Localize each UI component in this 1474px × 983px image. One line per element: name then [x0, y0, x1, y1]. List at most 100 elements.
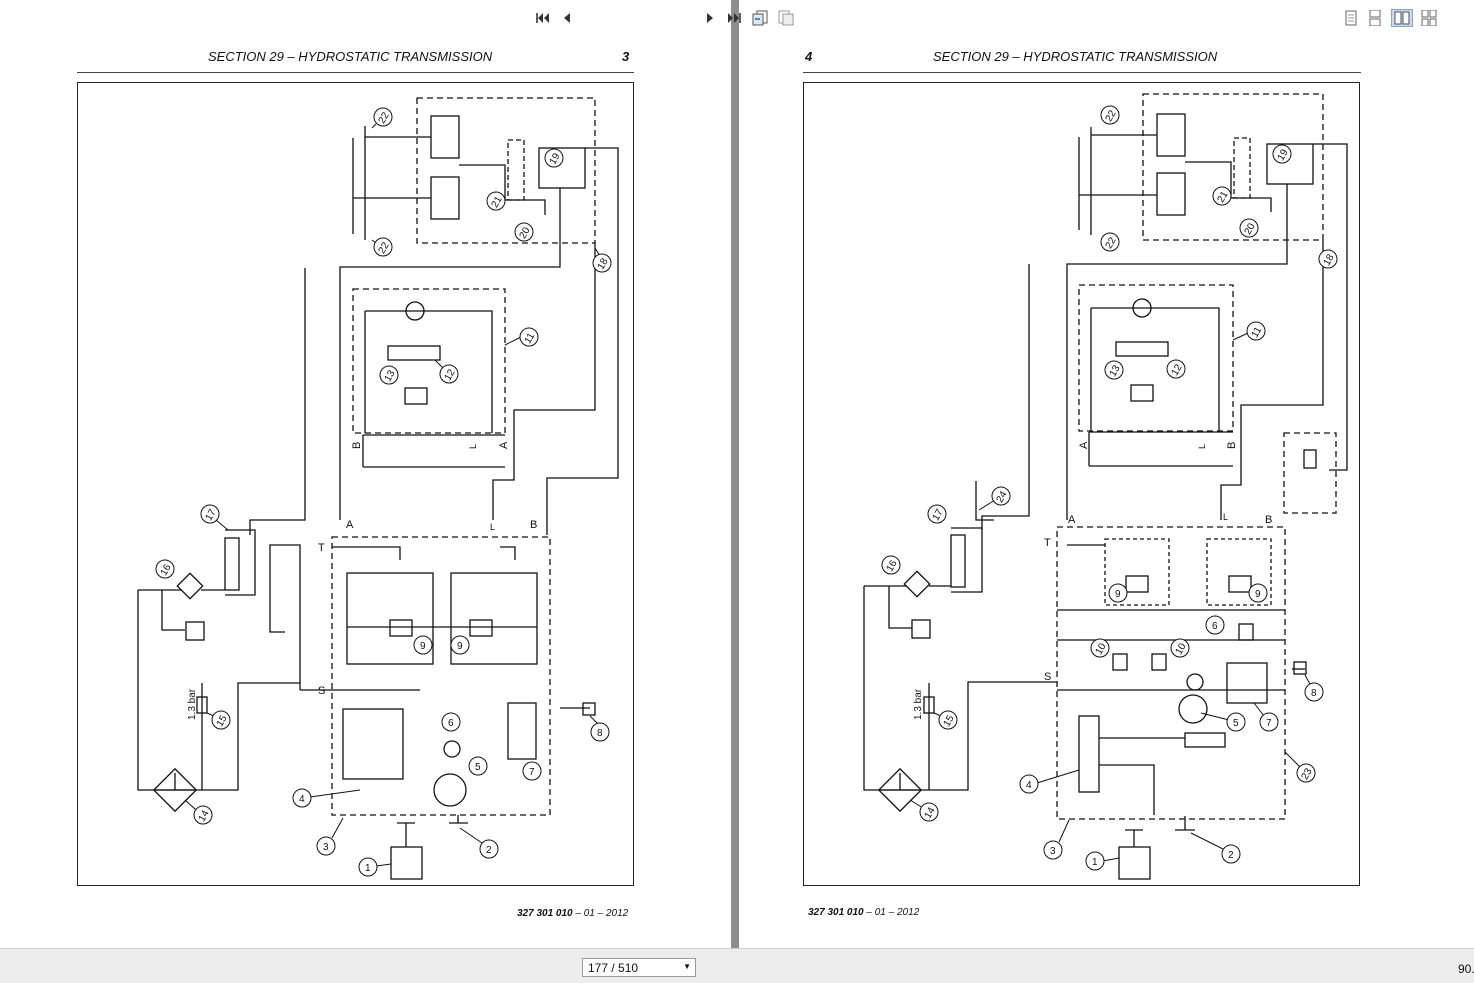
callout-10a: 10 — [1090, 638, 1110, 658]
svg-text:22: 22 — [377, 240, 392, 256]
callout-4: 4 — [292, 788, 361, 808]
svg-text:24: 24 — [995, 489, 1010, 505]
callout-20: 20 — [514, 222, 534, 242]
port-label-b: B — [530, 519, 537, 531]
svg-text:B: B — [1226, 442, 1238, 449]
svg-text:10: 10 — [1094, 641, 1109, 657]
callout-6: 6 — [1205, 615, 1225, 635]
svg-text:19: 19 — [1276, 147, 1291, 163]
svg-text:8: 8 — [597, 728, 603, 739]
last-page-button[interactable] — [725, 9, 743, 27]
header-rule — [803, 72, 1361, 73]
svg-text:2: 2 — [486, 845, 492, 856]
port-label-a: A — [1068, 514, 1076, 526]
page-header: SECTION 29 – HYDROSTATIC TRANSMISSION — [933, 49, 1218, 64]
svg-text:4: 4 — [1026, 780, 1032, 791]
page-footer: 327 301 010 – 01 – 2012 — [808, 907, 919, 918]
footer-date: – 01 – 2012 — [863, 907, 920, 918]
first-page-icon — [536, 13, 549, 23]
callout-22a: 22 — [371, 107, 393, 129]
svg-text:14: 14 — [923, 805, 938, 821]
callout-9a: 9 — [1108, 583, 1128, 603]
hydraulic-schematic: B A L A B T S L 1.3 bar 22 22 19 21 20 1… — [137, 97, 619, 880]
svg-text:9: 9 — [420, 641, 426, 652]
page-indicator: 177 / 510 — [588, 961, 639, 975]
diagram-frame — [77, 82, 634, 886]
callout-3: 3 — [316, 817, 344, 856]
callout-9b: 9 — [1248, 583, 1268, 603]
svg-text:14: 14 — [197, 808, 212, 824]
two-page-view-button[interactable] — [1391, 9, 1413, 27]
continuous-page-icon — [1369, 10, 1381, 26]
document-page-right: 4 SECTION 29 – HYDROSTATIC TRANSMISSION — [739, 0, 1474, 948]
callout-12: 12 — [434, 359, 459, 384]
callout-20: 20 — [1239, 218, 1259, 238]
callout-15: 15 — [933, 710, 958, 730]
single-page-view-button[interactable] — [1342, 9, 1360, 27]
continuous-view-button[interactable] — [1366, 9, 1384, 27]
callout-10b: 10 — [1170, 638, 1190, 658]
svg-text:A: A — [1078, 441, 1090, 449]
page-number: 4 — [805, 49, 813, 64]
callout-21: 21 — [1212, 186, 1232, 206]
svg-text:22: 22 — [1104, 235, 1119, 251]
svg-text:23: 23 — [1300, 766, 1315, 782]
hydraulic-schematic: A B L A B T S L 1.3 bar 22 22 19 21 20 1… — [863, 93, 1348, 880]
callout-16: 16 — [881, 555, 901, 575]
previous-page-button[interactable] — [558, 9, 576, 27]
callout-23: 23 — [1284, 751, 1316, 783]
go-forward-button[interactable] — [777, 9, 795, 27]
svg-text:L: L — [1223, 512, 1228, 522]
go-back-button[interactable] — [751, 9, 769, 27]
callout-5: 5 — [1200, 712, 1246, 732]
svg-text:13: 13 — [383, 368, 398, 384]
first-page-button[interactable] — [534, 9, 552, 27]
svg-text:2: 2 — [1228, 850, 1234, 861]
two-page-icon — [1394, 11, 1410, 25]
svg-text:A: A — [498, 441, 510, 449]
svg-text:21: 21 — [1216, 189, 1231, 205]
svg-text:16: 16 — [885, 558, 900, 574]
page-number-select[interactable]: 177 / 510 ▼ — [582, 958, 696, 977]
page-footer: 327 301 010 – 01 – 2012 — [517, 908, 628, 919]
page-header: SECTION 29 – HYDROSTATIC TRANSMISSION — [208, 49, 493, 64]
callout-16: 16 — [155, 559, 175, 579]
svg-text:22: 22 — [1104, 108, 1119, 124]
svg-text:B: B — [351, 442, 363, 449]
callout-22a: 22 — [1100, 105, 1120, 125]
callout-13: 13 — [379, 365, 399, 385]
svg-text:15: 15 — [942, 713, 957, 729]
svg-text:10: 10 — [1174, 641, 1189, 657]
pressure-label: 1.3 bar — [913, 688, 924, 720]
svg-text:7: 7 — [529, 767, 535, 778]
svg-text:3: 3 — [323, 842, 329, 853]
callout-21: 21 — [486, 191, 506, 211]
last-page-icon — [728, 13, 741, 23]
svg-text:20: 20 — [518, 225, 533, 241]
svg-text:1: 1 — [1092, 857, 1098, 868]
svg-text:5: 5 — [1233, 718, 1239, 729]
svg-text:19: 19 — [548, 151, 563, 167]
callout-7: 7 — [522, 761, 542, 781]
port-label-t: T — [1044, 537, 1051, 549]
svg-text:9: 9 — [1255, 589, 1261, 600]
svg-text:15: 15 — [215, 713, 230, 729]
callout-22b: 22 — [371, 237, 393, 257]
callout-18: 18 — [592, 247, 612, 273]
callout-4: 4 — [1019, 769, 1080, 794]
next-page-button[interactable] — [701, 9, 719, 27]
header-rule — [77, 72, 634, 73]
diagram-frame — [803, 82, 1360, 886]
svg-text:L: L — [468, 444, 478, 449]
svg-text:5: 5 — [475, 762, 481, 773]
svg-text:17: 17 — [204, 507, 219, 523]
callout-18: 18 — [1318, 249, 1338, 269]
port-label-s: S — [318, 685, 325, 697]
svg-text:17: 17 — [931, 507, 946, 523]
zoom-level[interactable]: 90. — [1458, 962, 1474, 976]
svg-text:22: 22 — [377, 110, 392, 126]
two-page-continuous-button[interactable] — [1420, 9, 1438, 27]
pressure-label: 1.3 bar — [187, 688, 198, 720]
svg-text:13: 13 — [1108, 363, 1123, 379]
next-page-icon — [707, 13, 713, 23]
